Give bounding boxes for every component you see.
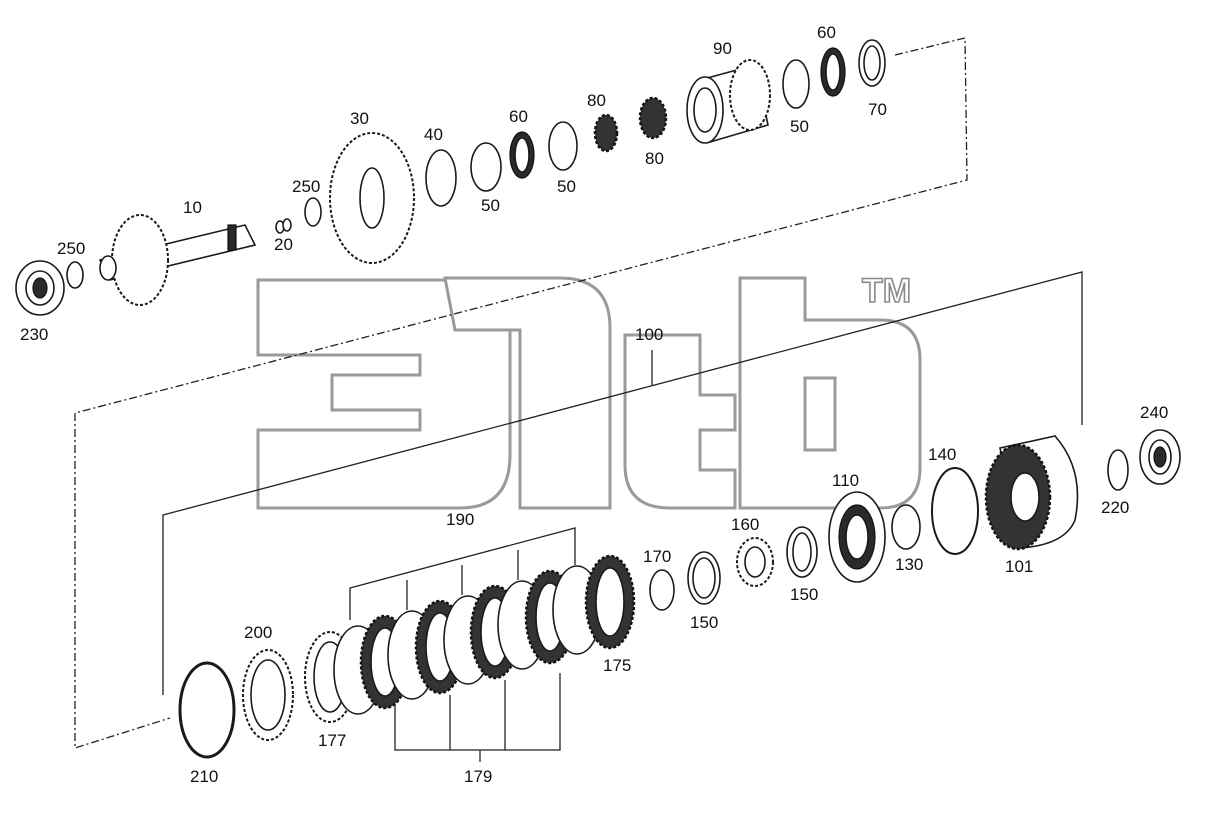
- spring-pin-20: [275, 218, 292, 234]
- label-70: 70: [868, 100, 887, 119]
- label-150: 150: [690, 613, 718, 632]
- label-50: 50: [790, 117, 809, 136]
- needle-bearing-80-b: [638, 96, 668, 140]
- label-140: 140: [928, 445, 956, 464]
- label-230: 230: [20, 325, 48, 344]
- assembly-boundary: [74, 37, 968, 749]
- clutch-pack-190-179: [333, 565, 602, 715]
- label-175: 175: [603, 656, 631, 675]
- shim-50-b: [548, 121, 578, 171]
- ring-60-a: [509, 131, 535, 179]
- shim-70: [858, 39, 886, 87]
- bearing-230: [15, 260, 65, 316]
- label-100: 100: [635, 325, 663, 344]
- label-50: 50: [557, 177, 576, 196]
- label-210: 210: [190, 767, 218, 786]
- snap-ring-40: [425, 149, 457, 207]
- label-179: 179: [464, 767, 492, 786]
- ring-250-left: [66, 261, 84, 289]
- bracket-190: [349, 527, 576, 620]
- piston-110: [828, 491, 886, 583]
- o-ring-140: [931, 467, 979, 555]
- label-90: 90: [713, 39, 732, 58]
- shim-50-c: [782, 59, 810, 109]
- label-220: 220: [1101, 498, 1129, 517]
- label-130: 130: [895, 555, 923, 574]
- label-250: 250: [292, 177, 320, 196]
- snap-ring-220: [1107, 449, 1129, 491]
- label-240: 240: [1140, 403, 1168, 422]
- label-110: 110: [832, 471, 859, 490]
- plate-200: [242, 649, 294, 741]
- label-60: 60: [817, 23, 836, 42]
- shaft-10: [98, 214, 257, 306]
- snap-ring-170: [649, 569, 675, 611]
- label-101: 101: [1005, 557, 1033, 576]
- ring-60-b: [820, 47, 846, 97]
- watermark-trademark: TM: [862, 272, 911, 310]
- label-200: 200: [244, 623, 272, 642]
- housing-101: [984, 435, 1079, 551]
- gear-30: [329, 132, 415, 264]
- label-177: 177: [318, 731, 346, 750]
- assembly-100-bracket: [162, 271, 1083, 695]
- ring-130: [891, 504, 921, 550]
- bracket-179: [394, 673, 561, 762]
- ring-150-a: [687, 551, 721, 605]
- label-20: 20: [274, 235, 293, 254]
- ring-150-b: [786, 526, 818, 578]
- label-250: 250: [57, 239, 85, 258]
- shim-50-a: [470, 142, 502, 192]
- o-ring-210: [178, 661, 236, 759]
- label-10: 10: [183, 198, 202, 217]
- label-80: 80: [645, 149, 664, 168]
- label-150: 150: [790, 585, 818, 604]
- ring-250-right: [304, 197, 322, 227]
- watermark-logo: TM: [256, 271, 922, 510]
- label-170: 170: [643, 547, 671, 566]
- disc-175: [584, 554, 636, 650]
- label-30: 30: [350, 109, 369, 128]
- label-40: 40: [424, 125, 443, 144]
- spring-160: [736, 537, 774, 587]
- gear-90: [686, 59, 771, 144]
- label-160: 160: [731, 515, 759, 534]
- bearing-240: [1139, 429, 1181, 485]
- needle-bearing-80-a: [593, 113, 619, 153]
- label-80: 80: [587, 91, 606, 110]
- part-labels: 230 250 10 20 250 30 40 50 60 50 80 80 9…: [20, 23, 1168, 786]
- label-50: 50: [481, 196, 500, 215]
- label-190: 190: [446, 510, 474, 529]
- label-60: 60: [509, 107, 528, 126]
